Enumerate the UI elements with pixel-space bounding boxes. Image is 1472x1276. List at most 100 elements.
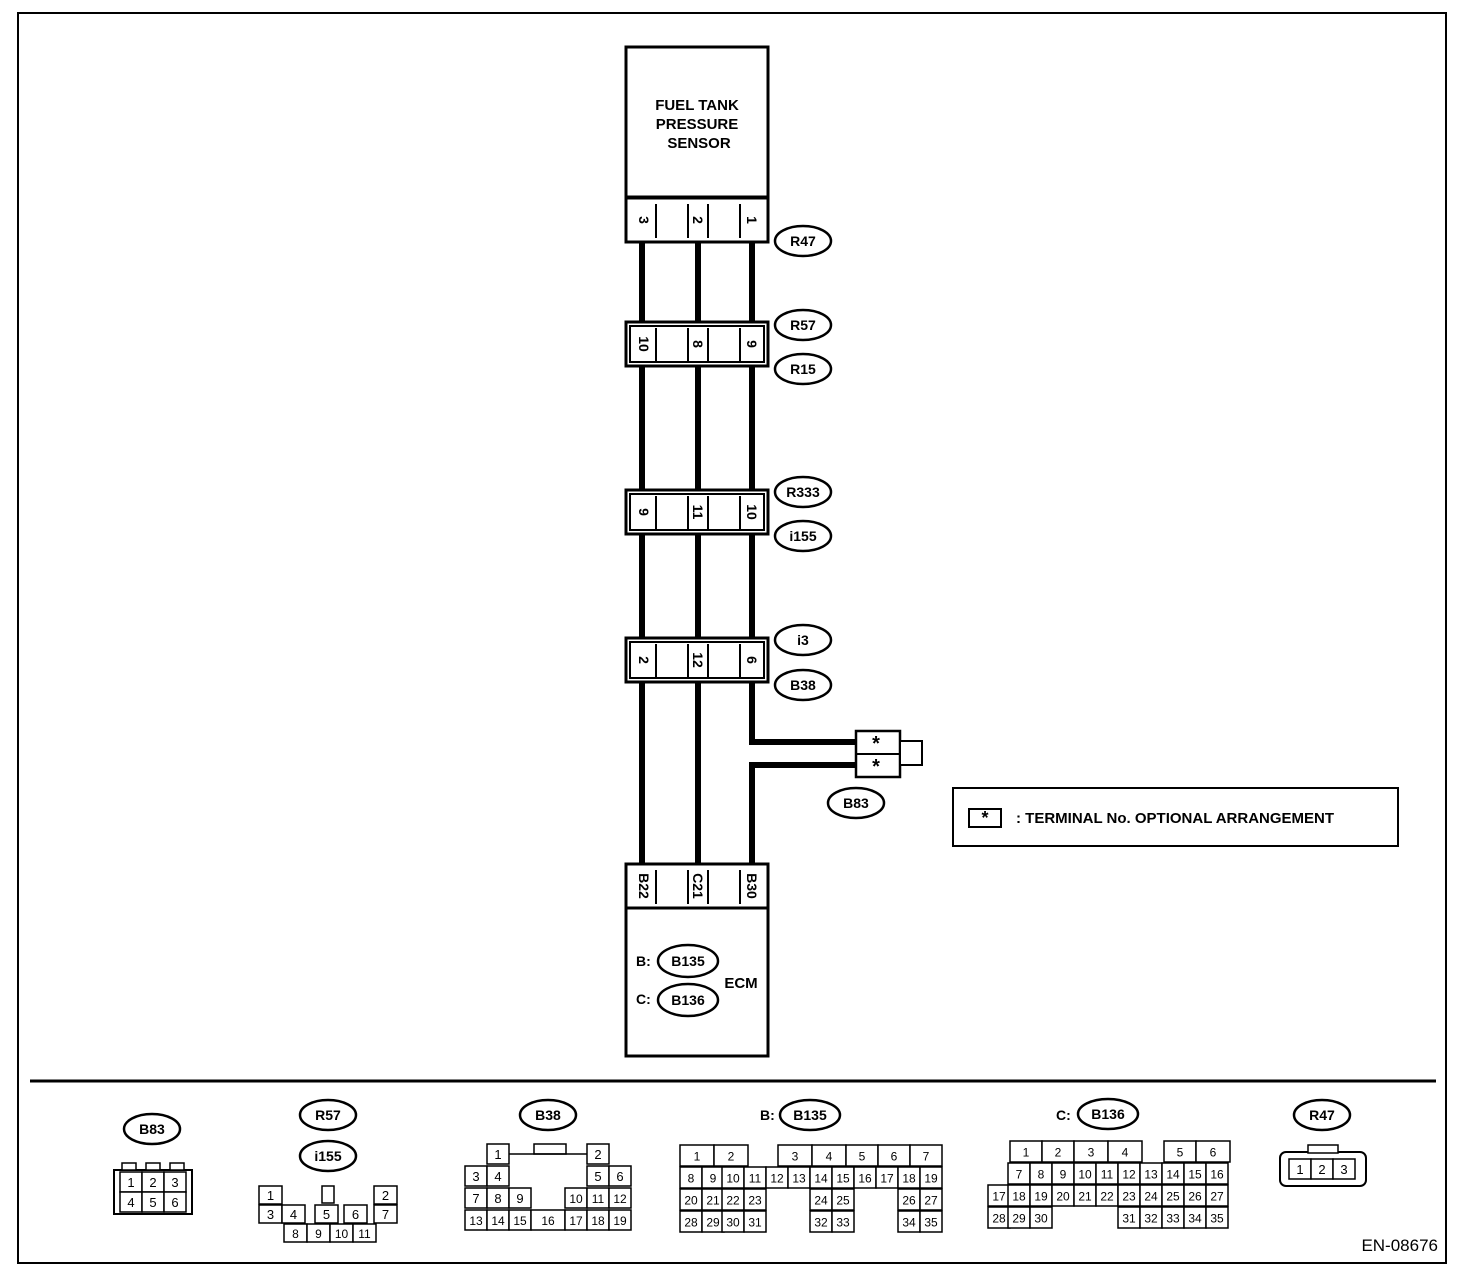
wire-from-b83-bottom [749,762,856,866]
connector-label-bubble [773,475,833,509]
pin-23: 23 [748,1194,762,1208]
connector-label-R333: R333 [786,484,820,500]
wire-to-b83-top [749,682,856,745]
pin-27: 27 [924,1194,938,1208]
pin-5: 5 [1177,1146,1184,1160]
terminal-3: 3 [636,216,652,224]
pin-17: 17 [992,1190,1006,1204]
connector-label-B38: B38 [790,677,816,693]
pin-6: 6 [891,1150,898,1164]
terminal-8: 8 [690,340,706,348]
svg-text:B135: B135 [793,1107,827,1123]
pin-9: 9 [710,1172,717,1186]
pin-20: 20 [1056,1190,1070,1204]
pin-4: 4 [290,1207,297,1222]
pin-24: 24 [814,1194,828,1208]
pin-6: 6 [352,1207,359,1222]
pin-10: 10 [726,1172,740,1186]
pin-25: 25 [1166,1190,1180,1204]
svg-text:C:: C: [1056,1107,1071,1123]
pin-13: 13 [469,1214,483,1228]
pin-2: 2 [594,1147,601,1162]
pin-5: 5 [323,1207,330,1222]
connector-label-R57: R57 [790,317,816,333]
pin-19: 19 [924,1172,938,1186]
pin-8: 8 [494,1191,501,1206]
pin-18: 18 [591,1214,605,1228]
b83-pin-top: * [872,733,880,755]
pin-6: 6 [171,1195,178,1210]
pin-9: 9 [315,1227,322,1241]
terminal-6: 6 [744,656,760,664]
terminal-9: 9 [744,340,760,348]
svg-text:B:: B: [760,1107,775,1123]
pin-30: 30 [1034,1212,1048,1226]
terminal-12: 12 [690,652,706,668]
svg-text:B136: B136 [1091,1106,1125,1122]
pin-35: 35 [1210,1212,1224,1226]
pin-6: 6 [1210,1146,1217,1160]
ecm-conn-b: B135 [671,953,705,969]
pin-3: 3 [171,1175,178,1190]
pin-11: 11 [1101,1168,1114,1182]
pin-11: 11 [749,1172,762,1186]
terminal-2: 2 [690,216,706,224]
pin-4: 4 [127,1195,134,1210]
pin-18: 18 [1012,1190,1026,1204]
pin-30: 30 [726,1216,740,1230]
pin-4: 4 [1122,1146,1129,1160]
pin-4: 4 [494,1169,501,1184]
pin-28: 28 [684,1216,698,1230]
pin-9: 9 [1060,1168,1067,1182]
pin-5: 5 [594,1169,601,1184]
pin-12: 12 [1122,1168,1136,1182]
terminal-10: 10 [744,504,760,520]
pin-32: 32 [814,1216,828,1230]
pin-16: 16 [1210,1168,1224,1182]
pin-22: 22 [726,1194,740,1208]
ecm-label: ECM [724,975,757,992]
pin-2: 2 [1318,1162,1325,1177]
pin-11: 11 [592,1192,605,1206]
pin-23: 23 [1122,1190,1136,1204]
pin-5: 5 [859,1150,866,1164]
ecm-conn-c: B136 [671,992,705,1008]
connector-label-i155: i155 [789,528,816,544]
pin-22: 22 [1100,1190,1114,1204]
pin-20: 20 [684,1194,698,1208]
terminal-B22: B22 [636,873,652,899]
pin-8: 8 [688,1172,695,1186]
pin-2: 2 [382,1188,389,1203]
pin-17: 17 [880,1172,894,1186]
pin-29: 29 [706,1216,720,1230]
connector-label-bubble [773,224,833,258]
pin-13: 13 [1144,1168,1158,1182]
pin-12: 12 [770,1172,784,1186]
pin-27: 27 [1210,1190,1224,1204]
pin-31: 31 [1122,1212,1136,1226]
pin-1: 1 [494,1147,501,1162]
svg-text:R57: R57 [315,1107,341,1123]
legend-text: : TERMINAL No. OPTIONAL ARRANGEMENT [1016,810,1335,827]
pin-19: 19 [1034,1190,1048,1204]
connector-label-R15: R15 [790,361,816,377]
pin-1: 1 [1296,1162,1303,1177]
terminal-9: 9 [636,508,652,516]
pin-28: 28 [992,1212,1006,1226]
terminal-B30: B30 [744,873,760,899]
pin-35: 35 [924,1216,938,1230]
b83-connector: * * B83 [826,729,923,820]
connector-label-bubble [773,623,833,657]
b83-label: B83 [843,795,869,811]
pin-1: 1 [694,1150,701,1164]
pin-15: 15 [836,1172,850,1186]
legend-star-symbol: * [968,808,1002,828]
